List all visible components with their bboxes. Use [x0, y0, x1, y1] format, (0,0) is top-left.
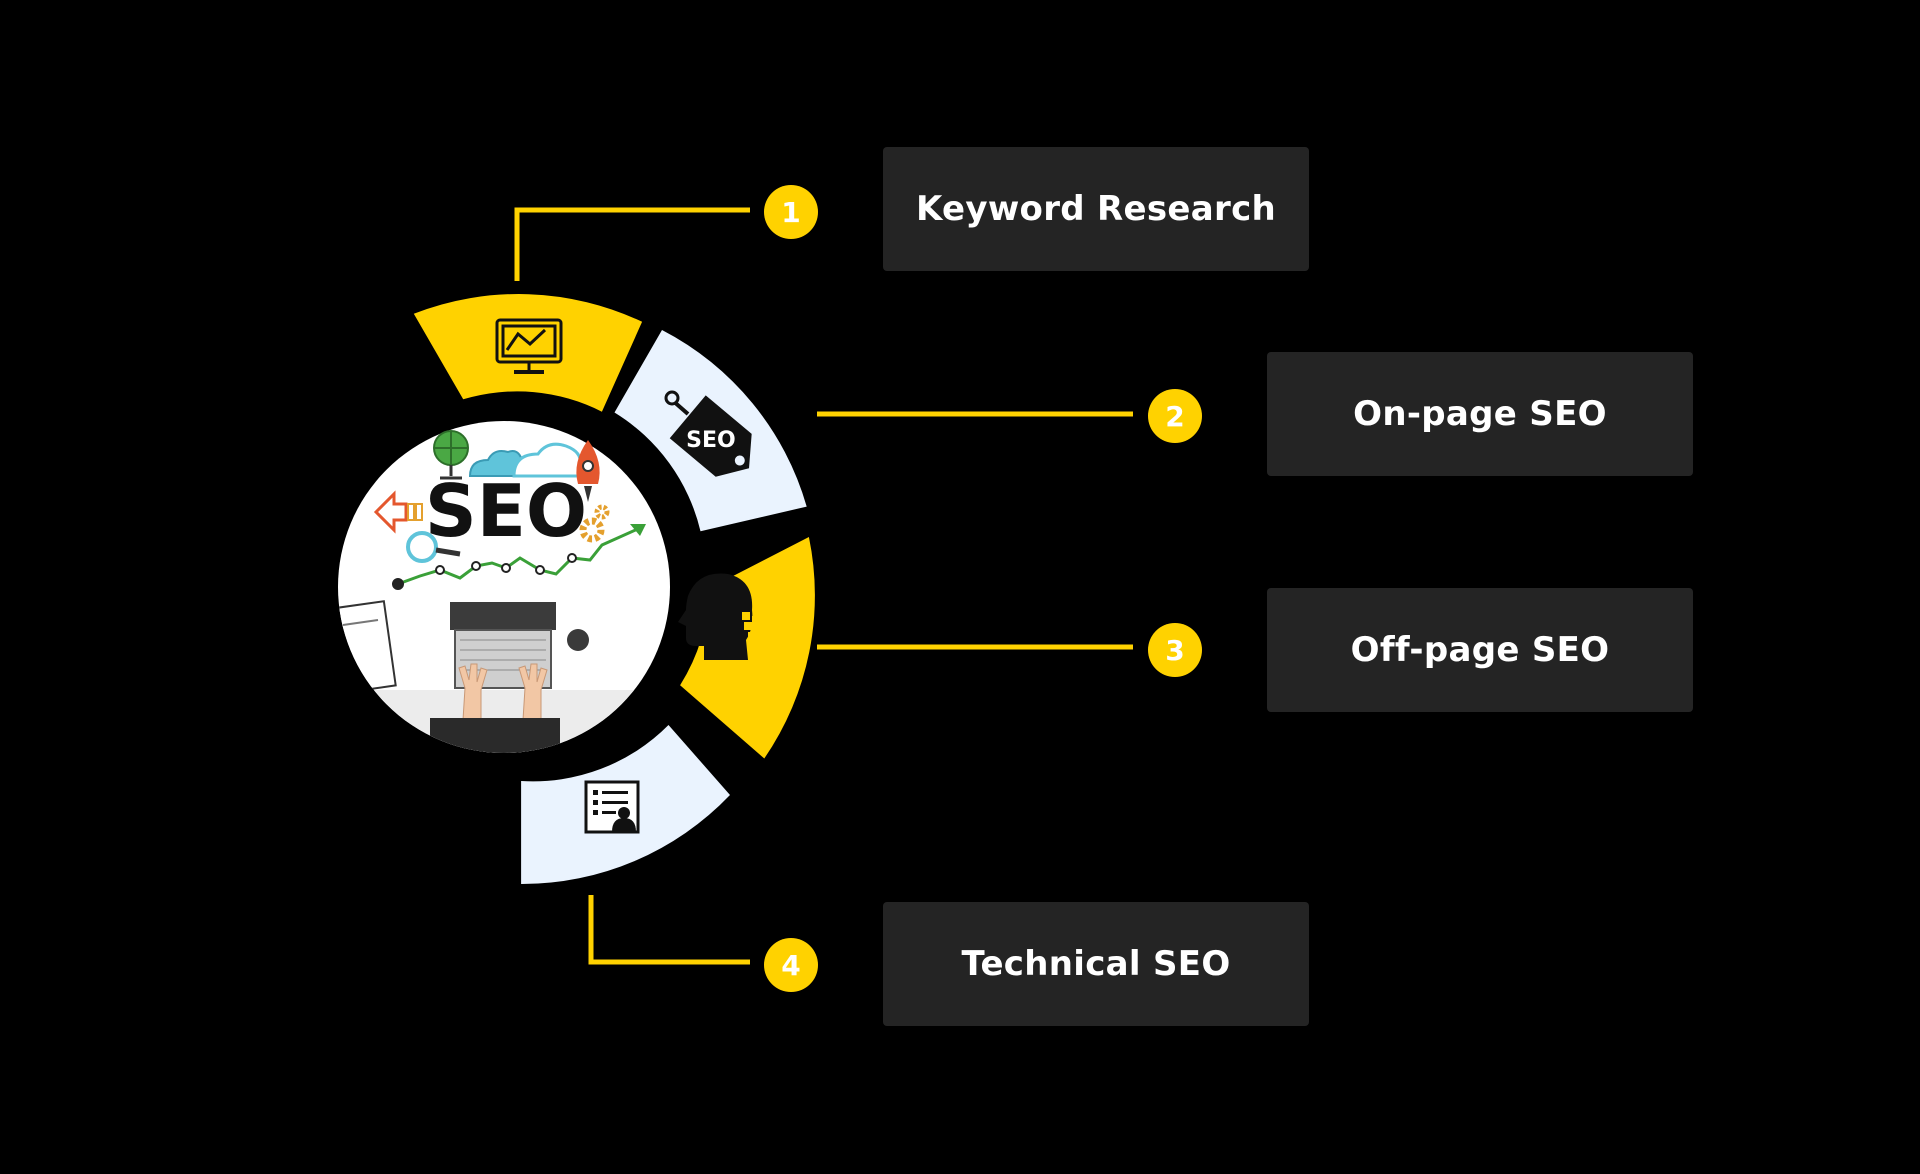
seo-tag-hole [664, 390, 680, 406]
center-seo-image: SEO [338, 421, 670, 753]
head-puzzle-icon [678, 573, 762, 660]
growth-chart-icon [392, 524, 646, 590]
gear-icon [579, 504, 610, 543]
step-card-off-page-seo: Off-page SEO [1267, 588, 1693, 712]
connector-line-1 [514, 207, 750, 281]
step-card-on-page-seo: On-page SEO [1267, 352, 1693, 476]
coffee-cup-icon [567, 629, 589, 651]
segment-1-keyword-research [413, 294, 643, 412]
step-label-4: Technical SEO [961, 944, 1231, 984]
seo-tag-icon: SEO [669, 395, 752, 477]
globe-icon [433, 430, 469, 480]
step-number-2: 2 [1165, 400, 1184, 433]
step-badge-4: 4 [764, 938, 818, 992]
rocket-icon [576, 440, 600, 502]
monitor-chart-icon [495, 318, 563, 374]
center-seo-logo-text: SEO [425, 469, 587, 553]
clipboard-icon [338, 600, 397, 695]
hands-icon [430, 663, 560, 753]
step-number-1: 1 [781, 196, 800, 229]
step-card-technical-seo: Technical SEO [883, 902, 1309, 1026]
segment-3-off-page [680, 537, 815, 759]
step-number-3: 3 [1165, 634, 1184, 667]
step-badge-3: 3 [1148, 623, 1202, 677]
arrow-icon [373, 490, 423, 534]
step-number-4: 4 [781, 949, 800, 982]
step-label-3: Off-page SEO [1350, 630, 1610, 670]
step-badge-2: 2 [1148, 389, 1202, 443]
connector-line-4 [588, 895, 750, 965]
seo-tag-text: SEO [686, 428, 736, 453]
step-label-2: On-page SEO [1353, 394, 1607, 434]
cloud-icon [468, 442, 594, 478]
step-badge-1: 1 [764, 185, 818, 239]
step-label-1: Keyword Research [915, 189, 1277, 229]
profile-document-icon [584, 780, 640, 834]
magnifier-icon [406, 531, 461, 563]
step-card-keyword-research: Keyword Research [883, 147, 1309, 271]
